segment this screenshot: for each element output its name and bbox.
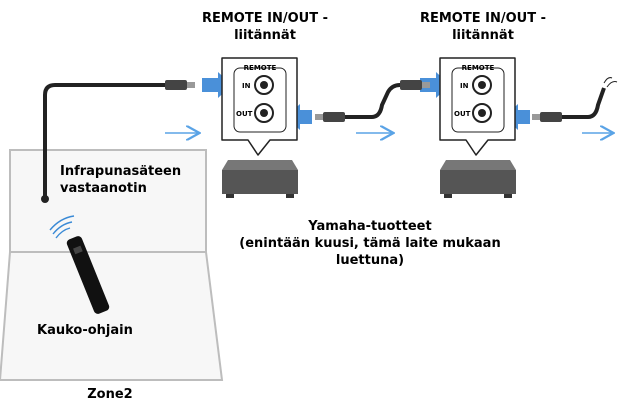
in-label-1: IN bbox=[242, 82, 251, 90]
yamaha-device-1 bbox=[222, 160, 298, 198]
jack-panel-title-2-line2: liitännät bbox=[452, 28, 514, 43]
signal-arrow-out-1 bbox=[286, 104, 312, 130]
jack-panel-title-1: REMOTE IN/OUT - liitännät bbox=[185, 10, 345, 44]
link-cable bbox=[315, 80, 430, 122]
products-label-line2: (enintään kuusi, tämä laite mukaan bbox=[239, 236, 501, 251]
jack-group-label-1: REMOTE bbox=[244, 64, 277, 72]
ir-receiver-cable bbox=[41, 80, 195, 203]
ir-receiver-label: Infrapunasäteen vastaanotin bbox=[60, 163, 181, 197]
in-label-2: IN bbox=[460, 82, 469, 90]
yamaha-device-2 bbox=[440, 160, 516, 198]
jack-panel-title-1-line2: liitännät bbox=[234, 28, 296, 43]
products-label-line3: luettuna) bbox=[335, 253, 405, 268]
signal-arrow-out-2 bbox=[504, 104, 530, 130]
outgoing-cable bbox=[532, 77, 618, 122]
jack-panel-2: REMOTE IN OUT bbox=[439, 57, 516, 156]
cable-continuation-icon bbox=[603, 77, 618, 88]
out-label-1: OUT bbox=[236, 110, 253, 118]
out-label-2: OUT bbox=[454, 110, 471, 118]
products-label-line1: Yamaha-tuotteet bbox=[308, 219, 432, 234]
zone-label: Zone2 bbox=[87, 387, 133, 402]
ir-receiver-label-line2: vastaanotin bbox=[60, 181, 147, 196]
jack-panel-title-2-line1: REMOTE IN/OUT - bbox=[419, 11, 546, 26]
ir-receiver-sensor bbox=[41, 195, 49, 203]
remote-control bbox=[49, 215, 110, 314]
jack-group-label-2: REMOTE bbox=[462, 64, 495, 72]
remote-label: Kauko-ohjain bbox=[37, 323, 133, 338]
jack-panel-1: REMOTE IN OUT bbox=[221, 57, 298, 156]
jack-panel-title-2: REMOTE IN/OUT - liitännät bbox=[403, 10, 563, 44]
zone2-room bbox=[0, 149, 224, 381]
jack-panel-title-1-line1: REMOTE IN/OUT - bbox=[201, 11, 328, 26]
ir-signal-icon bbox=[49, 215, 75, 239]
products-label: Yamaha-tuotteet (enintään kuusi, tämä la… bbox=[200, 218, 540, 269]
ir-receiver-label-line1: Infrapunasäteen bbox=[60, 164, 182, 179]
